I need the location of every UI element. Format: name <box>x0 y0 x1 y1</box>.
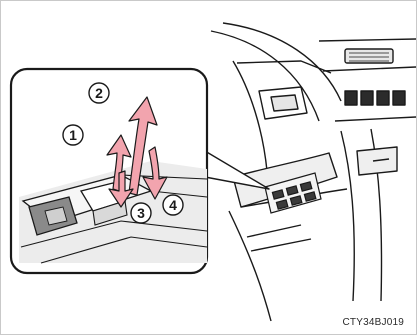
door-interior <box>211 23 416 321</box>
step-number: 1 <box>69 127 77 143</box>
step-number: 2 <box>95 85 103 101</box>
step-number: 4 <box>169 197 177 213</box>
step-marker-1: 1 <box>63 125 83 145</box>
step-marker-3: 3 <box>131 203 151 223</box>
step-number: 3 <box>137 205 145 221</box>
inset-panel <box>11 69 207 273</box>
figure-code: CTY34BJ019 <box>343 317 404 328</box>
step-marker-2: 2 <box>89 83 109 103</box>
step-marker-4: 4 <box>163 195 183 215</box>
